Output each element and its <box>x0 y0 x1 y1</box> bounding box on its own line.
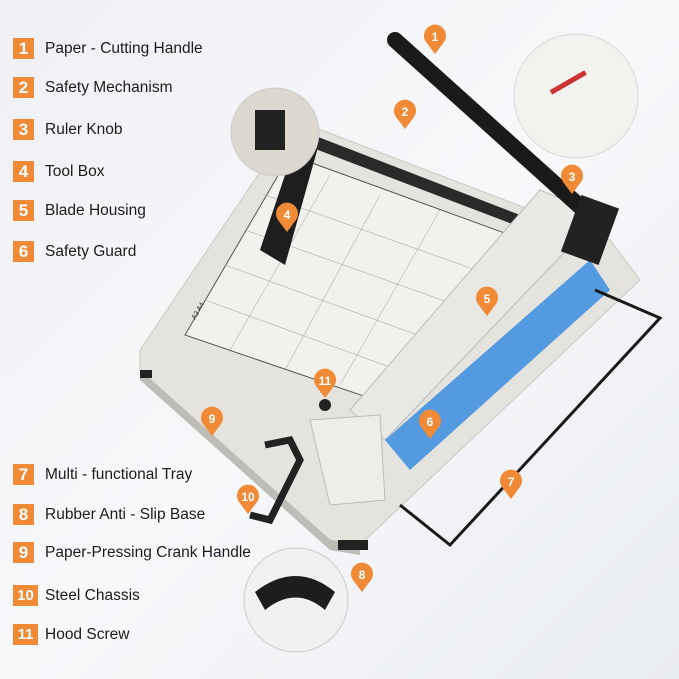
part-label: Safety Guard <box>45 242 137 260</box>
inset-anti-slip-base <box>243 547 349 653</box>
marker-number: 7 <box>508 475 515 489</box>
callout-marker: 7 <box>500 469 522 499</box>
marker-number: 11 <box>319 374 332 388</box>
marker-number: 8 <box>359 568 366 582</box>
inset-safety-mechanism <box>513 33 639 159</box>
hood-screw <box>319 399 331 411</box>
number-badge: 8 <box>13 504 34 525</box>
legend-item: 3 Ruler Knob <box>13 119 123 140</box>
number-badge: 1 <box>13 38 34 59</box>
number-badge: 5 <box>13 200 34 221</box>
number-badge: 11 <box>13 624 38 645</box>
legend-item: 1 Paper - Cutting Handle <box>13 38 203 59</box>
multi-functional-tray <box>399 288 663 548</box>
legend-item: 6 Safety Guard <box>13 241 136 262</box>
callout-marker: 8 <box>350 562 374 592</box>
part-label: Blade Housing <box>45 201 146 219</box>
legend-item: 2 Safety Mechanism <box>13 77 173 98</box>
part-label: Ruler Knob <box>45 120 123 138</box>
part-label: Paper-Pressing Crank Handle <box>45 543 251 561</box>
number-badge: 10 <box>13 585 38 606</box>
part-label: Safety Mechanism <box>45 78 173 96</box>
callout-marker: 5 <box>476 286 499 316</box>
number-badge: 6 <box>13 241 34 262</box>
legend-item: 5 Blade Housing <box>13 200 146 221</box>
marker-number: 4 <box>284 208 291 222</box>
number-badge: 2 <box>13 77 34 98</box>
grid-lines <box>204 174 491 386</box>
safety-guard <box>385 260 610 470</box>
marker-number: 6 <box>427 415 434 429</box>
legend-item: 8 Rubber Anti - Slip Base <box>13 504 205 525</box>
number-badge: 3 <box>13 119 34 140</box>
part-label: Steel Chassis <box>45 586 140 604</box>
callout-marker: 11 <box>314 368 336 398</box>
callout-markers: 1 2 3 4 5 6 7 8 9 10 11 <box>201 24 583 592</box>
marker-number: 9 <box>209 412 216 426</box>
marker-number: 10 <box>241 490 255 504</box>
marker-number: 2 <box>402 105 409 119</box>
legend-item: 4 Tool Box <box>13 161 104 182</box>
legend-item: 7 Multi - functional Tray <box>13 464 192 485</box>
callout-marker: 6 <box>419 409 442 439</box>
marker-number: 5 <box>484 292 491 306</box>
callout-marker: 2 <box>394 99 417 129</box>
part-label: Hood Screw <box>45 625 130 643</box>
callout-marker: 4 <box>276 202 298 232</box>
legend-item: 11 Hood Screw <box>13 624 129 645</box>
number-badge: 7 <box>13 464 34 485</box>
number-badge: 9 <box>13 542 34 563</box>
marker-number: 3 <box>569 170 576 184</box>
number-badge: 4 <box>13 161 34 182</box>
part-label: Rubber Anti - Slip Base <box>45 505 206 523</box>
crank-handle <box>249 436 304 525</box>
callout-marker: 1 <box>424 24 446 54</box>
cutting-handle <box>387 32 603 228</box>
marker-number: 1 <box>432 30 439 44</box>
callout-marker: 3 <box>561 164 583 194</box>
legend-item: 9 Paper-Pressing Crank Handle <box>13 542 251 563</box>
callout-marker: 9 <box>201 406 223 436</box>
part-label: Paper - Cutting Handle <box>45 39 203 57</box>
callout-marker: 10 <box>237 484 260 514</box>
part-label: Tool Box <box>45 162 105 180</box>
part-label: Multi - functional Tray <box>45 465 193 483</box>
legend-item: 10 Steel Chassis <box>13 585 140 606</box>
